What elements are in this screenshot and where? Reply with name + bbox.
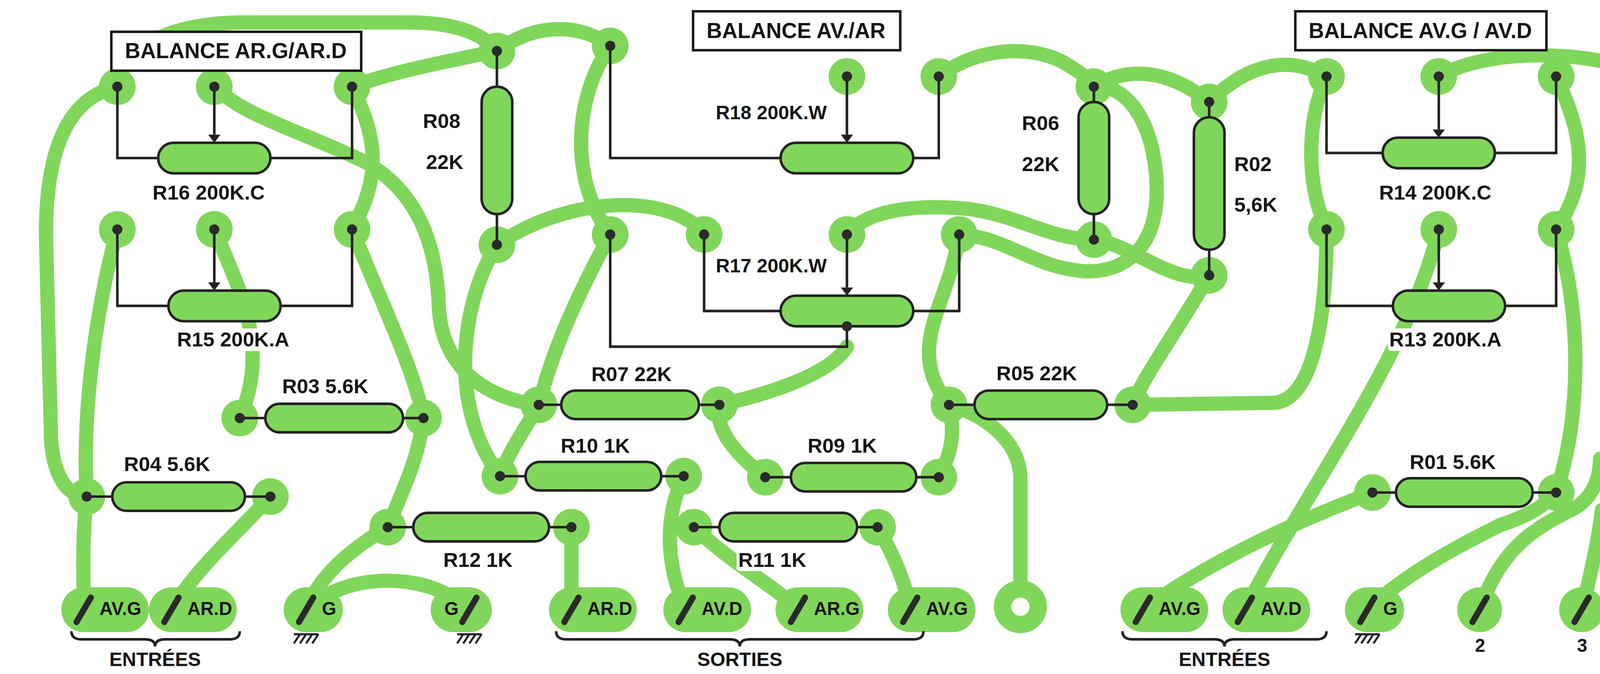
component-label: R01 5.6K [1408,451,1498,474]
potentiometer-symbol [158,142,271,174]
component-label: R05 22K [994,362,1079,386]
resistor-symbol [481,86,513,215]
resistor-symbol [265,403,404,433]
terminal-label: G [1381,598,1399,619]
resistor-symbol [1078,102,1110,215]
resistor-symbol [719,513,858,542]
terminal-label: AV.D [1259,598,1304,619]
resistor-symbol [413,513,549,542]
mounting-hole [1011,597,1030,617]
component-label: R04 5.6K [122,453,212,476]
terminal-label: AV.G [97,598,143,619]
potentiometer-symbol [1392,290,1505,322]
terminal-label: AV.G [924,598,970,619]
box-title: BALANCE AV.G / AV.D [1308,17,1534,44]
terminal-pad [61,587,1600,633]
terminal-pad [1120,587,1209,633]
mounting-pad [993,580,1048,634]
component-label: R16 200K.C [151,181,267,205]
component-label: R15 200K.A [175,328,291,352]
resistor-symbol [1194,117,1225,250]
resistor-symbol [112,482,245,512]
terminal-label: AV.D [700,598,745,619]
group-label: SORTIES [695,649,784,671]
terminal-pad [1222,587,1311,633]
box-title: BALANCE AV./AR [706,17,887,44]
component-label: R18 200K.W [714,102,829,124]
potentiometer-symbol [168,290,281,322]
terminal-label: AR.D [185,598,234,619]
terminal-pad [148,587,237,633]
box-title: BALANCE AR.G/AR.D [125,38,348,64]
terminal-pad [775,587,864,633]
component-label: R03 5.6K [280,375,370,399]
potentiometer-symbol [1382,137,1495,169]
resistor-symbol [525,462,662,491]
component-label: R11 1K [736,549,808,572]
group-label: ENTRÉES [1177,649,1272,671]
component-label: R07 22K [589,363,674,386]
component-label: R13 200K.A [1387,328,1504,352]
pin-hole [86,46,1557,528]
solder-pad [86,46,1557,528]
terminal-number: 2 [1473,635,1487,656]
title-box: BALANCE AV.G / AV.D [1294,10,1549,52]
component-label: R02 [1232,153,1274,176]
potentiometer-symbol [158,137,1505,327]
wiper-arrow [208,129,1445,296]
terminal-label: AR.G [812,598,862,619]
terminal-pad [61,587,149,633]
group-label: ENTRÉES [107,649,203,671]
component-value: 22K [1020,153,1061,176]
resistor-symbol [561,390,699,419]
terminal-pad [887,587,976,633]
potentiometer-symbol [780,142,914,174]
resistor-symbol [112,86,1533,542]
terminal-pad [1344,587,1404,633]
terminal-pin [76,597,1589,622]
terminal-label: AV.G [1157,598,1202,619]
terminal-pad [663,587,752,633]
component-label: R06 [1020,112,1061,135]
component-label: R17 200K.W [714,255,829,277]
bracket [71,631,1327,648]
component-label: R10 1K [559,434,632,458]
component-value: 22K [424,151,465,174]
component-lead [86,46,1557,528]
copper-trace [46,22,1600,611]
title-box: BALANCE AR.G/AR.D [110,30,363,72]
component-value: 5,6K [1232,193,1279,217]
terminal-label: G [442,598,460,619]
component-label: R09 1K [806,434,879,458]
terminal-pad [549,587,637,633]
component-label: R08 [421,110,463,133]
resistor-symbol [974,390,1107,419]
title-box: BALANCE AV./AR [691,10,902,52]
component-label: R14 200K.C [1377,181,1493,205]
component-label: R12 1K [441,549,515,572]
terminal-pad [283,587,343,633]
terminal-pad [430,587,492,633]
resistor-symbol [791,462,917,492]
resistor-symbol [1395,478,1533,507]
terminal-number: 3 [1575,635,1589,656]
terminal-label: AR.D [585,598,634,619]
terminal-label: G [320,598,338,619]
